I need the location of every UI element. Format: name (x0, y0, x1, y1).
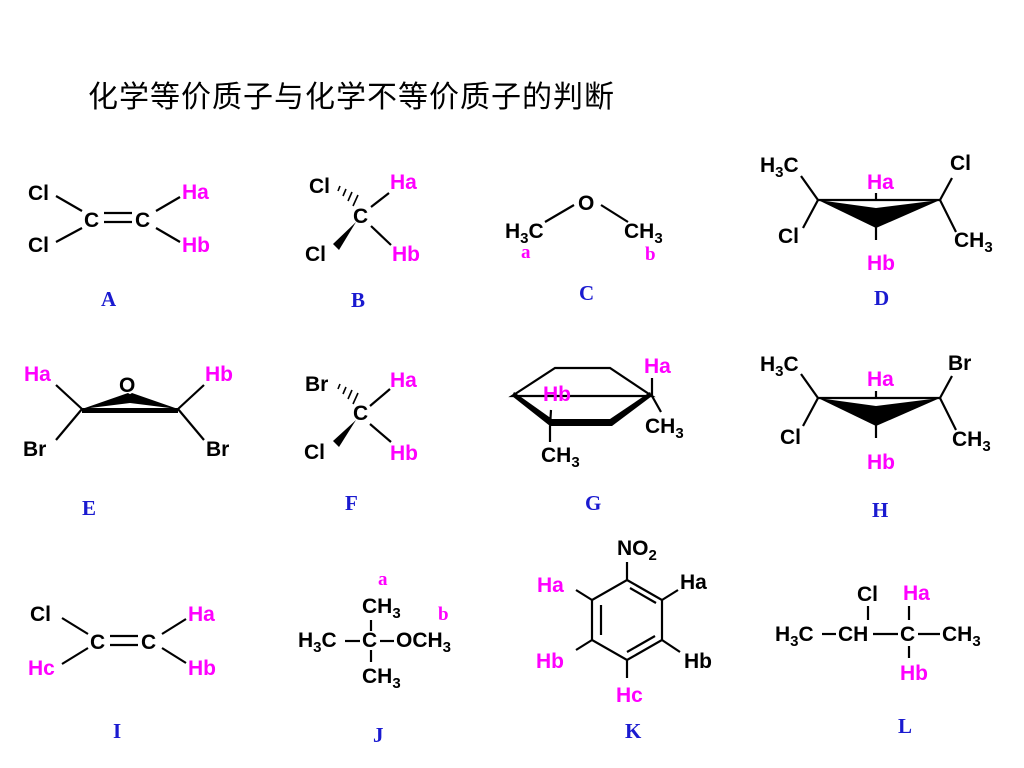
molecule-h: H3C Br Cl CH3 Ha Hb H (760, 352, 991, 522)
proton-hb: Hb (684, 650, 712, 673)
molecule-b: Cl Cl C Ha Hb B (305, 171, 420, 312)
molecule-k: NO2 Ha Ha Hb Hb Hc K (536, 537, 712, 743)
atom-c: CH3 (362, 665, 401, 692)
proton-ha: Ha (182, 181, 209, 204)
proton-ha: Ha (24, 363, 51, 386)
molecule-f: Br Cl C Ha Hb F (304, 369, 418, 515)
atom-c: H3C (298, 629, 337, 656)
label-c: C (579, 281, 594, 305)
label-i: I (113, 719, 121, 743)
atom-c: CH3 (624, 220, 663, 247)
atom-n: NO2 (617, 537, 657, 564)
label-j: J (373, 723, 384, 747)
atom-cl: Cl (950, 152, 971, 175)
label-g: G (585, 491, 601, 515)
atom-cl: Cl (30, 603, 51, 626)
label-l: L (898, 714, 912, 738)
proton-b: b (645, 244, 656, 265)
proton-hb: Hb (205, 363, 233, 386)
atom-c: CH3 (645, 415, 684, 442)
label-d: D (874, 286, 889, 310)
proton-hb: Hb (392, 243, 420, 266)
proton-a: a (521, 242, 531, 263)
atom-c: H3C (775, 623, 814, 650)
atom-cl: Cl (304, 441, 325, 464)
atom-c: C (900, 623, 915, 646)
proton-ha: Ha (188, 603, 215, 626)
molecule-g: Ha Hb CH3 CH3 G (508, 355, 684, 515)
proton-hb: Hb (390, 442, 418, 465)
molecule-d: H3C Cl Cl CH3 Ha Hb D (760, 152, 993, 310)
atom-cl: Cl (857, 583, 878, 606)
atom-c: C (353, 205, 368, 228)
proton-ha: Ha (680, 571, 707, 594)
atom-c: C (90, 631, 105, 654)
proton-hb: Hb (543, 383, 571, 406)
proton-hc: Hc (616, 684, 643, 707)
atom-cl: Cl (28, 234, 49, 257)
molecule-e: O Ha Hb Br Br E (23, 363, 233, 520)
proton-hc: Hc (28, 657, 55, 680)
proton-ha: Ha (867, 171, 894, 194)
label-b: B (351, 288, 365, 312)
atom-cl: Cl (780, 426, 801, 449)
atom-c: H3C (505, 220, 544, 247)
proton-ha: Ha (903, 582, 930, 605)
atom-c: C (362, 629, 377, 652)
atom-c: CH3 (952, 428, 991, 455)
molecule-l: Cl Ha H3C CH C CH3 Hb L (775, 582, 981, 738)
label-k: K (625, 719, 642, 743)
label-f: F (345, 491, 358, 515)
atom-o: O (578, 192, 594, 215)
atom-cl: Cl (305, 243, 326, 266)
atom-cl: Cl (309, 175, 330, 198)
proton-hb: Hb (867, 451, 895, 474)
atom-br: Br (206, 438, 229, 461)
page-title: 化学等价质子与化学不等价质子的判断 (88, 80, 615, 115)
proton-ha: Ha (390, 369, 417, 392)
proton-ha: Ha (644, 355, 671, 378)
atom-cl: Cl (28, 182, 49, 205)
atom-c: CH3 (954, 229, 993, 256)
atom-o: OCH3 (396, 629, 451, 656)
proton-a: a (378, 569, 388, 590)
proton-hb: Hb (188, 657, 216, 680)
atom-c: C (141, 631, 156, 654)
molecule-i: Cl Hc C C Ha Hb I (28, 603, 216, 743)
molecule-j: a CH3 H3C C OCH3 b CH3 J (298, 569, 451, 747)
proton-ha: Ha (867, 368, 894, 391)
atom-c: C (135, 209, 150, 232)
proton-hb: Hb (182, 234, 210, 257)
proton-ha: Ha (537, 574, 564, 597)
proton-hb: Hb (536, 650, 564, 673)
atom-c: C (84, 209, 99, 232)
proton-ha: Ha (390, 171, 417, 194)
atom-c: H3C (760, 154, 799, 181)
atom-c: C (353, 402, 368, 425)
atom-c: CH3 (362, 595, 401, 622)
atom-ch: CH (838, 623, 868, 646)
atom-c: H3C (760, 353, 799, 380)
label-a: A (101, 287, 117, 311)
label-e: E (82, 496, 96, 520)
atom-c: CH3 (942, 623, 981, 650)
atom-c: CH3 (541, 444, 580, 471)
molecule-a: Cl Cl C C Ha Hb A (28, 181, 210, 311)
molecule-c: H3C O CH3 a b C (505, 192, 663, 305)
proton-hb: Hb (867, 252, 895, 275)
atom-br: Br (305, 373, 328, 396)
proton-b: b (438, 604, 449, 625)
proton-hb: Hb (900, 662, 928, 685)
atom-o: O (119, 374, 135, 397)
label-h: H (872, 498, 888, 522)
atom-br: Br (23, 438, 46, 461)
atom-br: Br (948, 352, 971, 375)
atom-cl: Cl (778, 225, 799, 248)
